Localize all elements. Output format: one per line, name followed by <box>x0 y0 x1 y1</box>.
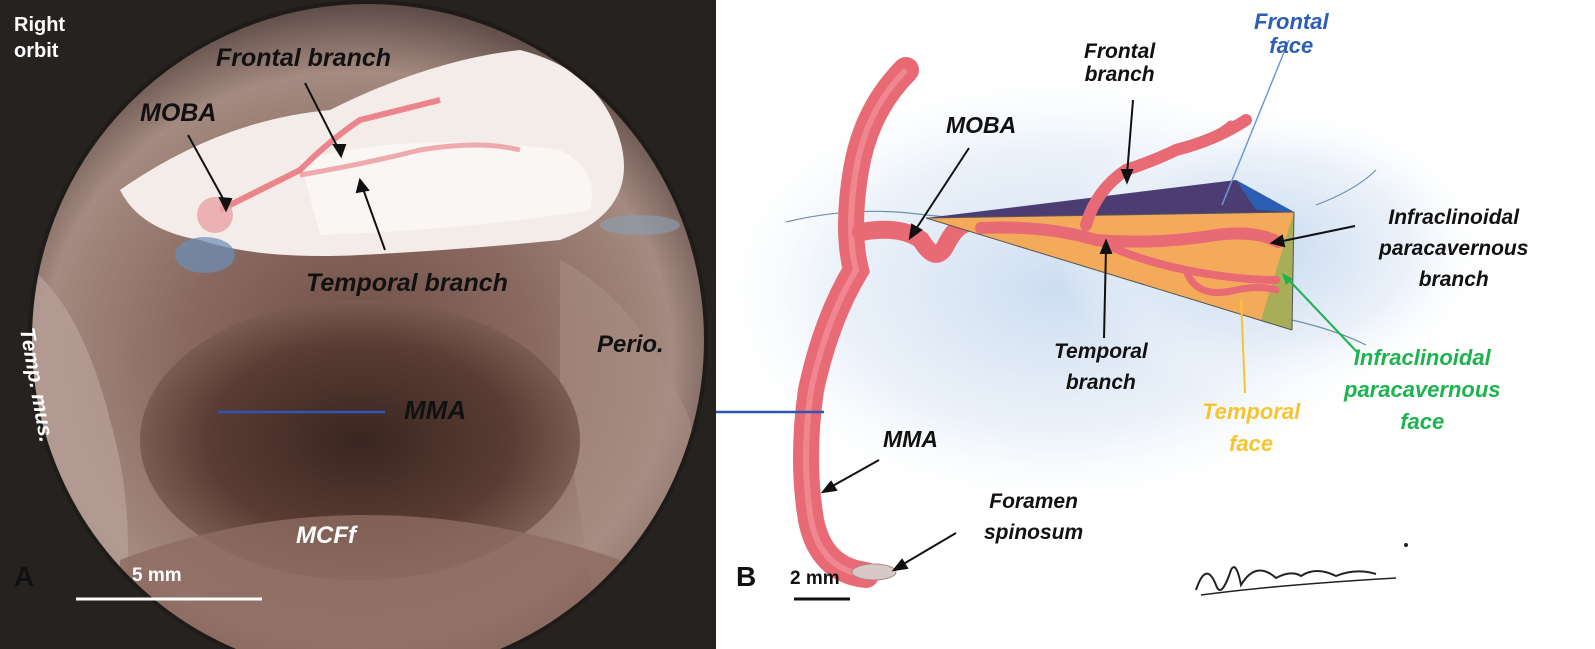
anatomical-illustration <box>716 39 1496 601</box>
label-temporal-branch-b: Temporal branch <box>1054 340 1148 394</box>
panel-a-endoscopic-photo: Right orbit Frontal branch MOBA Temporal… <box>0 0 716 649</box>
label-foramen-line2: spinosum <box>984 521 1084 545</box>
label-infra-face: Infraclinoidal paracavernous face <box>1344 345 1501 435</box>
infraclinoidal-face <box>1261 212 1294 330</box>
panel-letter-b: B <box>736 561 757 592</box>
label-frontal-face-line1: Frontal <box>1254 9 1329 34</box>
label-mma-a: MMA <box>404 395 467 425</box>
scale-bar-a-label: 5 mm <box>132 565 182 586</box>
label-frontal-face: Frontal face <box>1254 9 1329 59</box>
panel-b-arrows <box>820 99 1356 572</box>
label-moba-b: MOBA <box>946 112 1017 138</box>
panel-a-arrows <box>187 82 386 251</box>
label-perio: Perio. <box>597 331 664 358</box>
label-frontal-branch: Frontal branch <box>216 44 392 72</box>
label-frontal-branch-b: Frontal branch <box>1084 40 1155 86</box>
label-infra-face-line2: paracavernous <box>1344 377 1501 403</box>
label-infra-face-line3: face <box>1400 409 1445 435</box>
endoscopic-view <box>0 0 716 649</box>
author-signature <box>1195 566 1377 591</box>
label-foramen-spinosum: Foramen spinosum <box>984 490 1083 544</box>
label-temporal-branch-b-line2: branch <box>1065 371 1136 395</box>
label-infra-branch-line1: Infraclinoidal <box>1388 206 1520 229</box>
foramen-spinosum <box>851 563 897 581</box>
label-frontal-branch-b-line2: branch <box>1084 63 1155 87</box>
label-infra-branch: Infraclinoidal paracavernous branch <box>1379 206 1528 291</box>
label-infra-face-line1: Infraclinoidal <box>1353 345 1491 370</box>
label-foramen-line1: Foramen <box>989 490 1078 513</box>
label-right-orbit-2: orbit <box>14 40 59 62</box>
label-mma-b: MMA <box>883 426 938 452</box>
label-frontal-face-line2: face <box>1269 33 1314 59</box>
label-right-orbit-1: Right <box>14 14 66 36</box>
panel-b-illustration: Frontal face Frontal branch MOBA Infracl… <box>716 0 1595 649</box>
label-mcff: MCFf <box>296 522 356 549</box>
label-temporal-branch-b-line1: Temporal <box>1054 340 1148 363</box>
label-temporal-face: Temporal face <box>1202 399 1301 457</box>
label-temporal-face-line2: face <box>1229 431 1274 457</box>
label-temporal-branch: Temporal branch <box>306 269 508 297</box>
label-temporal-face-line1: Temporal <box>1202 399 1301 424</box>
label-moba: MOBA <box>140 99 217 127</box>
label-infra-branch-line2: paracavernous <box>1379 237 1529 261</box>
scale-bar-b-label: 2 mm <box>790 568 840 589</box>
label-frontal-branch-b-line1: Frontal <box>1084 40 1156 63</box>
frontal-face <box>1236 180 1294 212</box>
label-infra-branch-line3: branch <box>1418 268 1489 292</box>
frontal-face-top <box>926 180 1294 218</box>
panel-letter-a: A <box>14 561 35 592</box>
